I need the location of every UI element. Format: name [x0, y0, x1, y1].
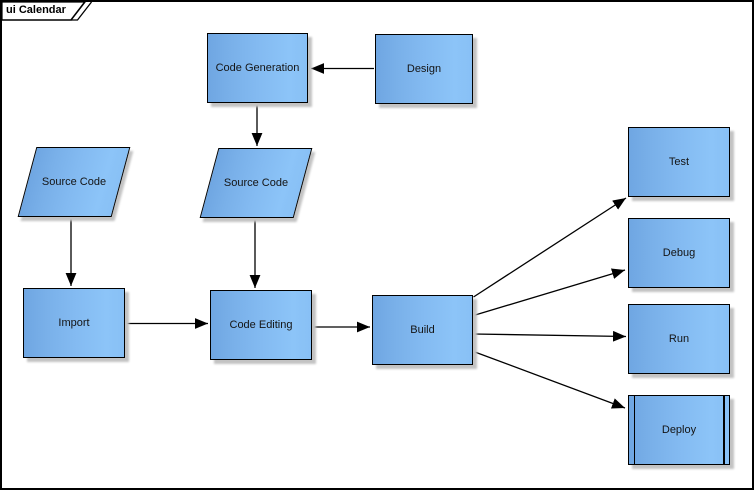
node-code-editing-label: Code Editing — [229, 319, 293, 331]
node-code-editing[interactable]: Code Editing — [210, 290, 312, 360]
edge-build-to-debug — [473, 268, 626, 317]
node-deploy-label: Deploy — [661, 424, 697, 436]
node-source-code-top[interactable]: Source Code — [199, 148, 313, 218]
node-import[interactable]: Import — [23, 288, 125, 358]
node-build-label: Build — [410, 324, 435, 336]
node-code-generation[interactable]: Code Generation — [207, 33, 308, 103]
node-test[interactable]: Test — [628, 127, 730, 197]
node-design[interactable]: Design — [375, 34, 473, 104]
deploy-left-bar — [633, 396, 635, 464]
node-run[interactable]: Run — [628, 304, 730, 374]
node-source-code-left-label: Source Code — [41, 176, 107, 188]
node-run-label: Run — [668, 333, 690, 345]
node-build[interactable]: Build — [372, 295, 473, 365]
node-deploy[interactable]: Deploy — [628, 395, 730, 465]
node-code-generation-label: Code Generation — [215, 62, 300, 74]
node-source-code-top-label: Source Code — [223, 177, 289, 189]
edge-build-to-run — [473, 330, 627, 342]
edge-build-to-test — [473, 197, 627, 298]
frame-tab-shape — [1, 0, 93, 21]
node-test-label: Test — [668, 156, 690, 168]
edge-build-to-deploy — [473, 350, 626, 409]
node-import-label: Import — [58, 317, 90, 329]
deploy-right-bar — [723, 396, 725, 464]
node-design-label: Design — [406, 63, 442, 75]
frame-title: ui Calendar — [6, 4, 66, 16]
node-debug-label: Debug — [662, 247, 696, 259]
node-debug[interactable]: Debug — [628, 218, 730, 288]
frame-tab: ui Calendar — [1, 0, 101, 23]
node-source-code-left[interactable]: Source Code — [17, 147, 131, 217]
